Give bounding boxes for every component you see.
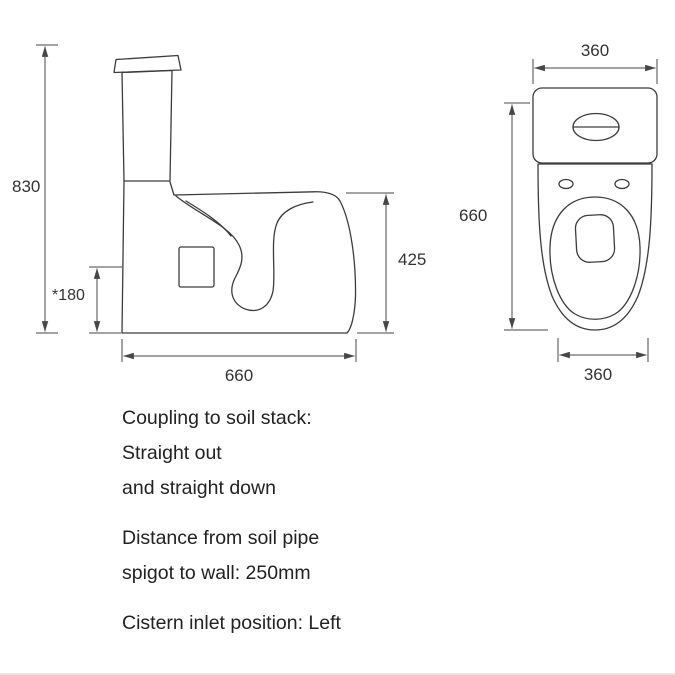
seat-hinge-left [558,178,574,190]
cistern-front-outline [532,87,658,164]
dim-label-660-front: 660 [459,206,487,225]
seat-ring-outline [549,196,641,320]
dim-depth: 660 [121,339,357,385]
dim-overall-height: 830 [12,44,58,334]
seat-hinge-right [614,178,630,190]
dim-label-660-depth: 660 [225,366,253,385]
dim-label-180: *180 [52,287,85,304]
dim-label-425: 425 [398,250,426,269]
note-coupling: Coupling to soil stack: Straight out and… [122,401,341,506]
dim-front-top-width: 360 [532,41,658,84]
cistern-body-outline [121,69,173,182]
note-line: Straight out [122,442,222,464]
trapway-curve [175,195,314,312]
dim-bowl-height: 425 [346,192,426,334]
dim-label-360-top: 360 [581,41,609,60]
dim-label-360-bottom: 360 [584,365,612,384]
notes: Coupling to soil stack: Straight out and… [122,401,341,656]
note-line: Coupling to soil stack: [122,407,312,429]
dim-front-bottom-width: 360 [557,338,649,384]
note-line: Cistern inlet position: Left [122,612,341,634]
soil-outlet-box [178,246,215,288]
note-line: and straight down [122,477,276,499]
note-line: Distance from soil pipe [122,527,320,549]
dim-label-830: 830 [12,177,40,196]
trapway-curve-2 [185,200,232,237]
side-view [113,54,357,334]
seat-outer-outline [537,163,653,331]
bowl-outline [121,180,357,334]
note-line: spigot to wall: 250mm [122,562,311,584]
dim-outlet-height: *180 [52,266,122,334]
bowl-inner-outline [574,214,616,263]
front-view [532,87,658,331]
note-inlet: Cistern inlet position: Left [122,606,341,641]
note-distance: Distance from soil pipe spigot to wall: … [122,521,341,591]
toilet-dimension-diagram: 830 *180 425 660 [12,41,658,385]
dim-front-height: 660 [459,102,548,331]
